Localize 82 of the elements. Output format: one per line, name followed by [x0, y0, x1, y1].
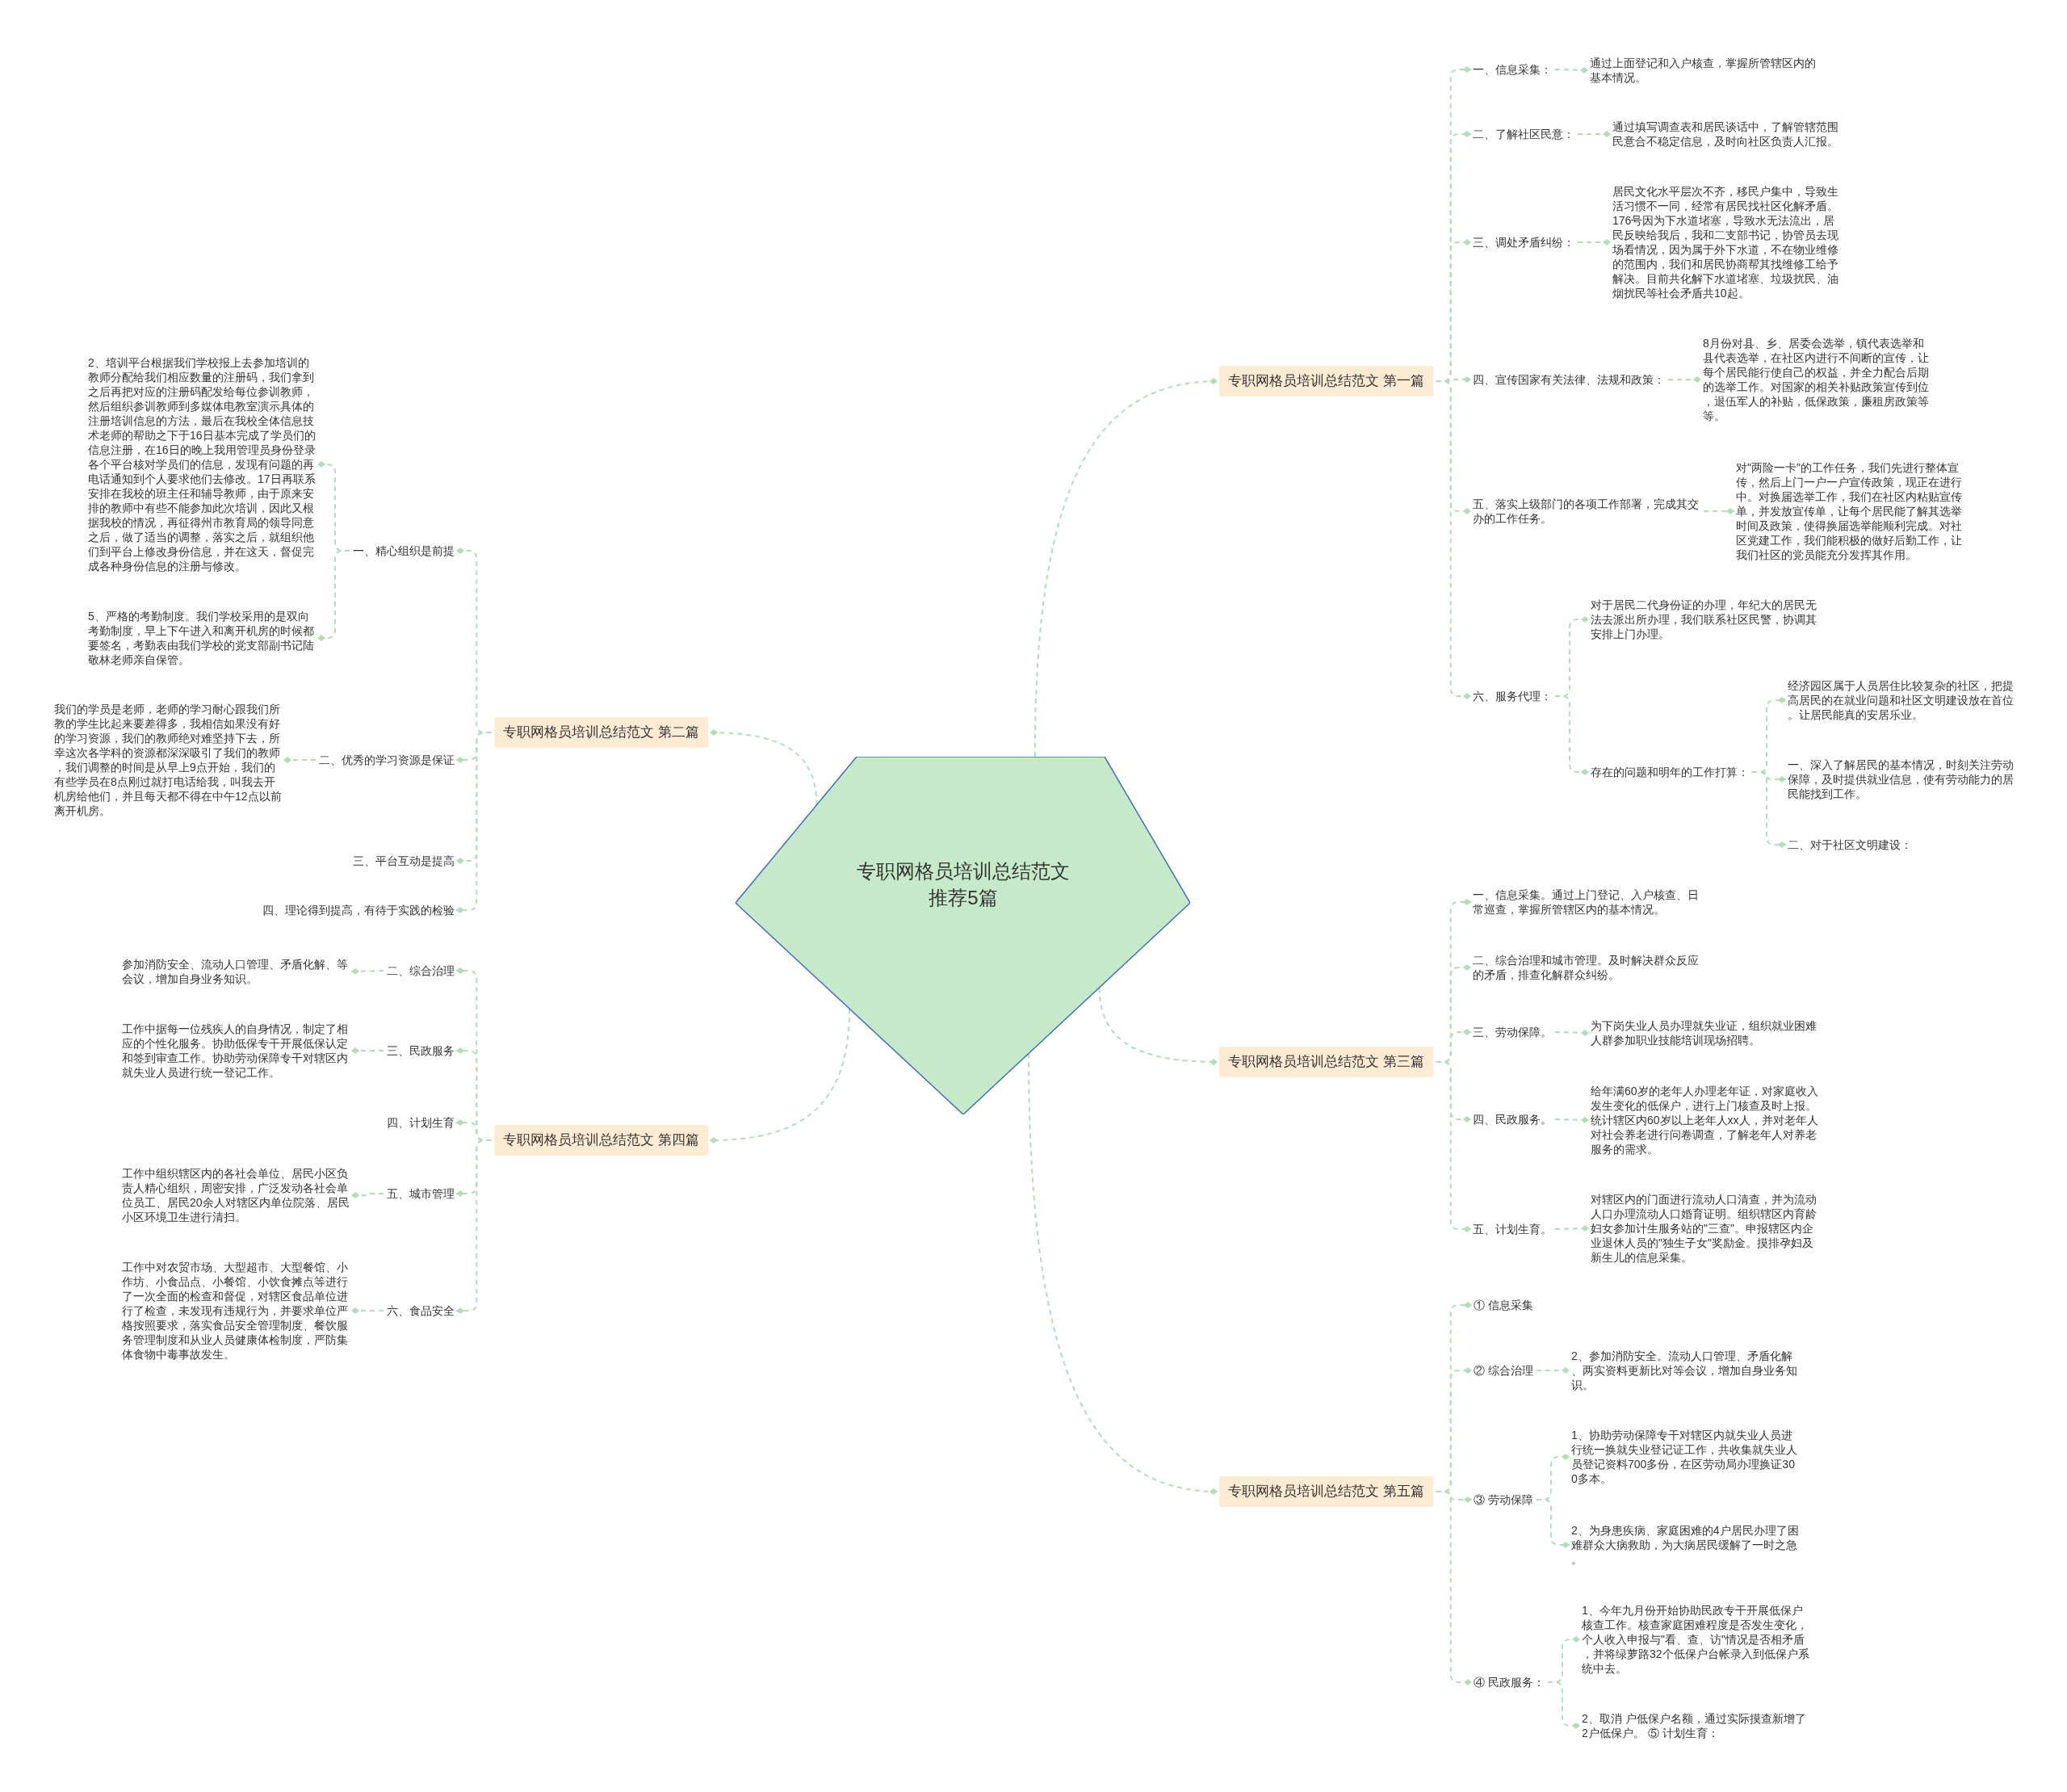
- connector: [1034, 378, 1218, 758]
- connector: [1577, 131, 1612, 137]
- note-text: 经济园区属于人员居住比较复杂的社区，把提高居民的在就业问题和社区文明建设放在首位。让居民能真的安居乐业。: [1788, 678, 2019, 722]
- topic-label: ① 信息采集: [1474, 1298, 1533, 1312]
- connector: [1554, 1225, 1590, 1232]
- topic-label: 一、信息采集：: [1473, 62, 1552, 77]
- note-text: 2、培训平台根据我们学校报上去参加培训的教师分配给我们相应数量的注册码，我们拿到之后再把对应的注册码配发给每位参训教师，然后组织参训教师到多媒体电教室演示具体的注册培训信息的方法，最后在我校全体信息技术老师的帮助之下于16日基本完成了学员们的信息注册，在16日的晚上我用管理员身份登录各个平台核对学员们的信息，发现有问题的再电话通知到个人要求他们去修改。17日再联系安排在我校的班主任和辅导教师，由于原来安排的教师中有些不能参加此次培训，因此又根据我校的情况，再征得州市教育局的领导同意之后，做了适当的调整，落实之后，就组织他们到平台上修改身份信息，并在这天，督促完成各种身份信息的注册与修改。: [88, 355, 316, 573]
- topic-label: 四、理论得到提高，有待于实践的检验: [262, 903, 455, 917]
- connector: [1703, 508, 1735, 514]
- branch-topic: 专职网格员培训总结范文 第一篇: [1219, 366, 1433, 397]
- note-text: 2、为身患疾病、家庭困难的4户居民办理了困难群众大病救助，为大病居民缓解了一时之急。: [1571, 1523, 1799, 1567]
- note-text: 2、取消 户低保户名额，通过实际摸查新增了2户低保户。 ⑤ 计划生育：: [1582, 1711, 1809, 1740]
- connector: [1535, 1367, 1570, 1374]
- note-text: 参加消防安全、流动人口管理、矛盾化解、等会议，增加自身业务知识。: [122, 957, 350, 986]
- note-text: 1、今年九月份开始协助民政专干开展低保户核查工作。核查家庭困难程度是否发生变化，个人收入申报与"看、查、访"情况是否相矛盾，并将绿萝路32个低保户台帐录入到低保户系统中去。: [1582, 1603, 1809, 1676]
- connector: [1554, 1029, 1590, 1036]
- topic-label: 五、计划生育。: [1473, 1222, 1552, 1236]
- connector: [709, 729, 818, 806]
- note-text: 对于居民二代身份证的办理，年纪大的居民无法去派出所办理，我们联系社区民警，协调其安排上门办理。: [1591, 598, 1818, 641]
- topic-label: ③ 劳动保障: [1474, 1492, 1533, 1507]
- topic-label: 三、劳动保障。: [1473, 1025, 1552, 1039]
- connector: [455, 1139, 493, 1314]
- connector: [1554, 1116, 1590, 1123]
- topic-label: 五、城市管理: [387, 1186, 455, 1201]
- branch-topic: 专职网格员培训总结范文 第二篇: [494, 717, 708, 748]
- connector: [1554, 66, 1589, 73]
- topic-label: 二、了解社区民意：: [1473, 127, 1574, 141]
- topic-label: 四、宣传国家有关法律、法规和政策：: [1473, 372, 1665, 387]
- connector: [1435, 1491, 1473, 1685]
- connector: [1546, 1681, 1581, 1729]
- topic-label: 二、对于社区文明建设：: [1788, 837, 1912, 852]
- note-text: 8月份对县、乡、居委会选举，镇代表选举和县代表选举，在社区内进行不间断的宣传，让每个居民能行使自己的权益，并全力配合后期的选举工作。对国家的相关补贴政策宣传到位，退伍军人的补贴，低保政策，廉租房政策等等。: [1703, 336, 1931, 423]
- topic-label: 一、精心组织是前提: [353, 543, 455, 558]
- topic-label: ② 综合治理: [1474, 1363, 1533, 1378]
- connector: [1435, 380, 1472, 699]
- connector: [1554, 695, 1590, 775]
- note-text: 1、协助劳动保障专干对辖区内就失业人员进行统一换就失业登记证工作，共收集就失业人员登记资料700多份，在区劳动局办理换证300多本。: [1571, 1428, 1799, 1486]
- note-text: 工作中据每一位残疾人的自身情况，制定了相应的个性化服务。协助低保专干开展低保认定和签到审查工作。协助劳动保障专干对辖区内就失业人员进行统一登记工作。: [122, 1022, 350, 1080]
- topic-label: 二、优秀的学习资源是保证: [319, 753, 455, 767]
- topic-label: 三、调处矛盾纠纷：: [1473, 235, 1574, 250]
- connector: [709, 1008, 851, 1144]
- branch-topic: 专职网格员培训总结范文 第三篇: [1219, 1047, 1433, 1077]
- note-text: 通过填写调查表和居民谈话中，了解管辖范围民意合不稳定信息，及时向社区负责人汇报。: [1612, 120, 1840, 149]
- topic-label: 二、综合治理: [387, 963, 455, 978]
- connector: [350, 1192, 384, 1198]
- connector: [350, 967, 384, 975]
- connector: [350, 1047, 384, 1054]
- topic-label: 五、落实上级部门的各项工作部署，完成其交办的工作任务。: [1473, 497, 1700, 526]
- topic-label: 一、信息采集。通过上门登记、入户核查、日常巡查，掌握所管辖区内的基本情况。: [1473, 888, 1700, 917]
- note-text: 2、参加消防安全。流动人口管理、矛盾化解、两实资料更新比对等会议，增加自身业务知识。: [1571, 1349, 1799, 1392]
- topic-label: 六、食品安全: [387, 1303, 455, 1318]
- connector: [1577, 239, 1612, 246]
- topic-label: ④ 民政服务：: [1474, 1675, 1545, 1689]
- branch-topic: 专职网格员培训总结范文 第四篇: [494, 1125, 708, 1156]
- connector: [350, 1307, 384, 1314]
- note-text: 给年满60岁的老年人办理老年证，对家庭收入发生变化的低保户，进行上门核查及时上报。统计辖区内60岁以上老年人xx人，并对老年人对社会养老进行问卷调查，了解老年人对养老服务的需求。: [1591, 1084, 1818, 1156]
- note-text: 工作中组织辖区内的各社会单位、居民小区负责人精心组织，周密安排，广泛发动各社会单位员工、居民20余人对辖区内单位院落、居民小区环境卫生进行清扫。: [122, 1166, 350, 1224]
- topic-label: 存在的问题和明年的工作打算：: [1591, 765, 1749, 779]
- connector: [1751, 771, 1787, 848]
- note-text: 为下岗失业人员办理就失业证，组织就业困难人群参加职业技能培训现场招聘。: [1591, 1018, 1818, 1047]
- note-text: 居民文化水平层次不齐，移民户集中，导致生活习惯不一同，经常有居民找社区化解矛盾。176号因为下水道堵塞，导致水无法流出，居民反映给我后，我和二支部书记，协管员去现场看情况，因为属于外下水道，不在物业维修的范围内，我们和居民协商帮其找维修工给予解决。目前共化解下水道堵塞、垃圾扰民、油烟扰民等社会矛盾共10起。: [1612, 184, 1840, 300]
- note-text: 我们的学员是老师，老师的学习耐心跟我们所教的学生比起来要差得多，我相信如果没有好的学习资源，我们的教师绝对难坚持下去，所幸这次各学科的资源都深深吸引了我们的教师，我们调整的时间是从早上9点开始，我们的有些学员在8点刚过就打电话给我，叫我去开机房给他们，并且每天都不得在中午12点以前离开机房。: [54, 702, 282, 818]
- topic-label: 三、民政服务: [387, 1043, 455, 1058]
- connector: [283, 757, 317, 763]
- connector: [1535, 1499, 1570, 1548]
- topic-label: 三、平台互动是提高: [353, 854, 455, 868]
- note-text: 工作中对农贸市场、大型超市、大型餐馆、小作坊、小食品点、小餐馆、小饮食摊点等进行了一次全面的检查和督促，对辖区食品单位进行了检查，未发现有违规行为，并要求单位严格按照要求，落实食品安全管理制度、餐饮服务管理制度和从业人员健康体检制度，严防集体食物中毒事故发生。: [122, 1260, 350, 1362]
- note-text: 通过上面登记和入户核查，掌握所管辖区内的基本情况。: [1590, 56, 1818, 85]
- connector: [455, 732, 493, 913]
- connector: [1435, 1061, 1472, 1232]
- branch-topic: 专职网格员培训总结范文 第五篇: [1219, 1476, 1433, 1507]
- topic-label: 二、综合治理和城市管理。及时解决群众反应的矛盾，排查化解群众纠纷。: [1473, 953, 1700, 982]
- central-topic: 专职网格员培训总结范文推荐5篇: [856, 859, 1071, 910]
- topic-label: 四、民政服务。: [1473, 1112, 1552, 1127]
- topic-label: 四、计划生育: [387, 1115, 455, 1130]
- connector: [317, 550, 350, 641]
- note-text: 5、严格的考勤制度。我们学校采用的是双向考勤制度，早上下午进入和离开机房的时候都要签名，考勤表由我们学校的党支部副书记陆敬林老师亲自保管。: [88, 609, 316, 667]
- note-text: 对辖区内的门面进行流动人口清查，并为流动人口办理流动人口婚育证明。组织辖区内育龄妇女参加计生服务站的"三查"。申报辖区内企业退休人员的"独生子女"奖励金。摸排孕妇及新生儿的信息采集。: [1591, 1192, 1818, 1265]
- topic-label: 六、服务代理：: [1473, 689, 1552, 703]
- connector: [1667, 376, 1702, 383]
- note-text: 对"两险一卡"的工作任务，我们先进行整体宣传，然后上门一户一户宣传政策，现正在进行中。对换届选举工作，我们在社区内粘贴宣传单，并发放宣传单，让每个居民能了解其选举时间及政策，使得换届选举能顺利完成。对社区党建工作，我们能积极的做好后勤工作，让我们社区的党员能充分发挥其作用。: [1736, 460, 1964, 562]
- note-text: 一、深入了解居民的基本情况，时刻关注劳动保障，及时提供就业信息，使有劳动能力的居民能找到工作。: [1788, 758, 2019, 801]
